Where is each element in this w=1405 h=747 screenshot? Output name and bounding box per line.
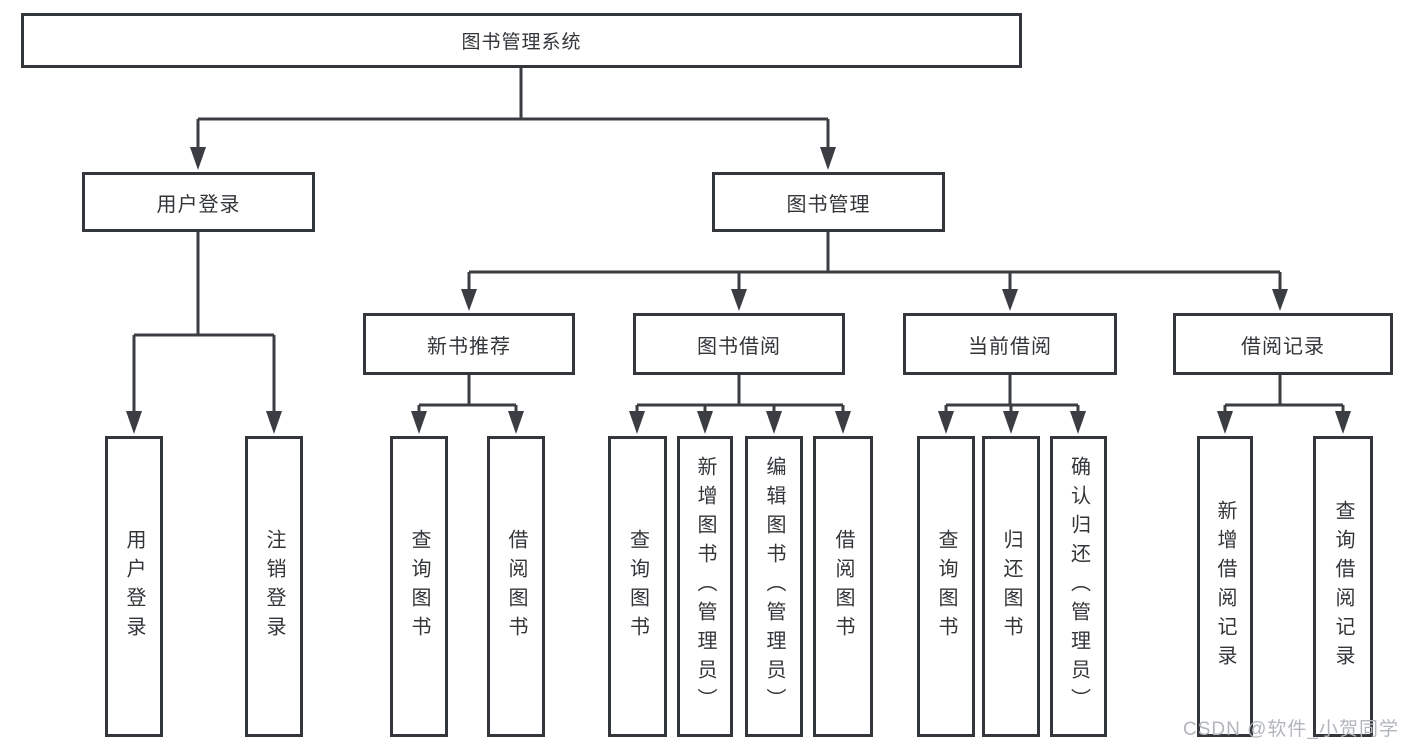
leaf-query-books-current: 查询图书 (917, 436, 975, 737)
leaf-query-books-borrow: 查询图书 (608, 436, 667, 737)
leaf-query-borrow-record: 查询借阅记录 (1313, 436, 1373, 737)
node-label: 查询图书 (408, 528, 430, 645)
node-label: 图书借阅 (697, 335, 781, 358)
node-label: 编辑图书（管理员） (763, 456, 785, 717)
leaf-add-borrow-record: 新增借阅记录 (1197, 436, 1253, 737)
node-label: 用户登录 (123, 528, 145, 645)
node-label: 图书管理系统 (461, 32, 582, 53)
leaf-logout: 注销登录 (245, 436, 303, 737)
node-library-system-root: 图书管理系统 (21, 13, 1022, 68)
node-label: 查询图书 (626, 528, 649, 645)
node-label: 借阅图书 (505, 528, 527, 645)
leaf-borrow-books: 借阅图书 (813, 436, 873, 737)
leaf-user-login: 用户登录 (105, 436, 163, 737)
node-label: 借阅图书 (832, 528, 854, 645)
node-label: 借阅记录 (1241, 335, 1325, 358)
node-book-borrow: 图书借阅 (633, 313, 845, 375)
node-label: 新书推荐 (427, 335, 511, 358)
leaf-query-books-recommend: 查询图书 (390, 436, 448, 737)
node-book-management: 图书管理 (712, 172, 945, 232)
leaf-edit-book-admin: 编辑图书（管理员） (745, 436, 803, 737)
node-new-book-recommend: 新书推荐 (363, 313, 575, 375)
node-borrow-records: 借阅记录 (1173, 313, 1393, 375)
node-user-login: 用户登录 (82, 172, 315, 232)
node-label: 当前借阅 (968, 335, 1052, 358)
node-label: 查询借阅记录 (1332, 499, 1354, 674)
node-label: 查询图书 (935, 528, 957, 645)
node-label: 确认归还（管理员） (1067, 456, 1090, 717)
node-label: 归还图书 (1000, 528, 1022, 645)
node-current-borrow: 当前借阅 (903, 313, 1117, 375)
node-label: 注销登录 (263, 528, 285, 645)
leaf-add-book-admin: 新增图书（管理员） (677, 436, 733, 737)
node-label: 图书管理 (786, 193, 871, 216)
node-label: 用户登录 (156, 193, 241, 216)
leaf-confirm-return-admin: 确认归还（管理员） (1050, 436, 1107, 737)
leaf-borrow-books-recommend: 借阅图书 (487, 436, 545, 737)
leaf-return-books: 归还图书 (982, 436, 1040, 737)
node-label: 新增图书（管理员） (694, 456, 716, 717)
node-label: 新增借阅记录 (1214, 499, 1236, 674)
watermark-text: CSDN @软件_小贺同学 (1183, 719, 1399, 740)
